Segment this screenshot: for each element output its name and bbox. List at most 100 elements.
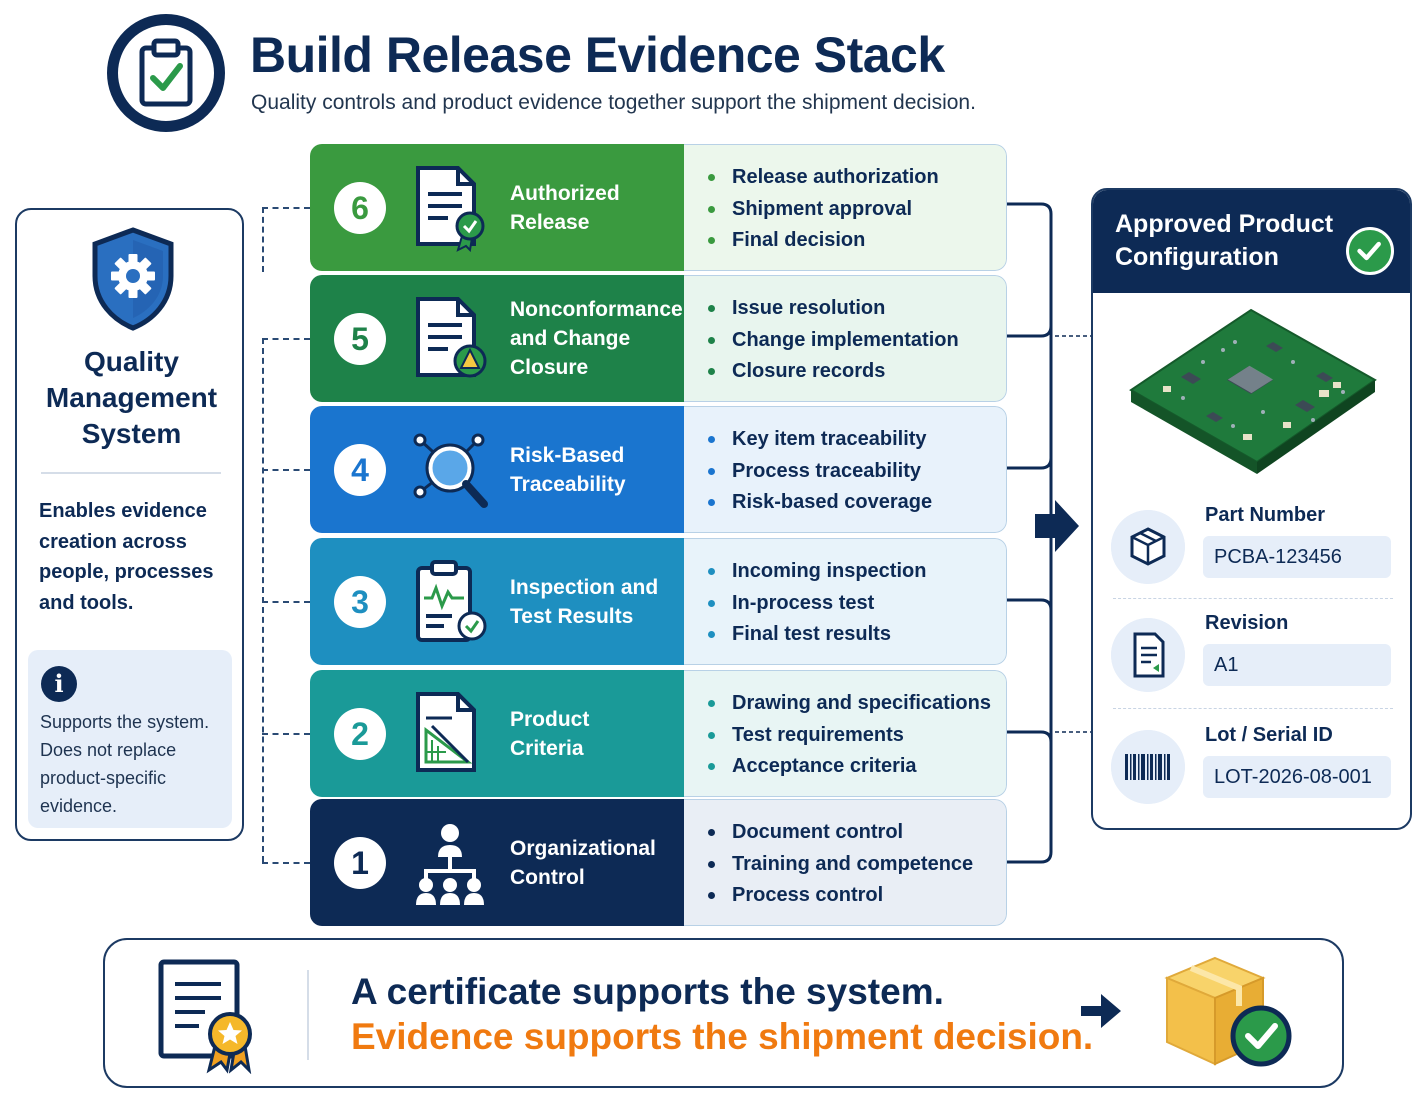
qms-note-text: Supports the system. Does not replace pr… xyxy=(40,712,210,816)
list-item: Test requirements xyxy=(706,723,991,755)
list-item: Process traceability xyxy=(706,459,932,491)
list-item: Final test results xyxy=(706,622,926,654)
list-item: In-process test xyxy=(706,591,926,623)
product-card: Approved Product Configuration xyxy=(1091,188,1412,830)
field-label: Lot / Serial ID xyxy=(1205,724,1333,746)
qms-description: Enables evidence creation across people,… xyxy=(39,500,214,614)
tier-label-line: Authorized xyxy=(510,181,620,205)
product-title-line: Approved Product xyxy=(1115,210,1334,238)
product-card-header: Approved Product Configuration xyxy=(1093,190,1410,293)
drawing-spec-icon xyxy=(416,692,476,772)
tier-label-line: Product xyxy=(510,707,590,731)
divider xyxy=(1113,598,1393,599)
tier-label-line: Release xyxy=(510,210,590,234)
page-subtitle: Quality controls and product evidence to… xyxy=(251,91,976,114)
list-item: Incoming inspection xyxy=(706,559,926,591)
tier-details: Incoming inspection In-process test Fina… xyxy=(684,538,1007,665)
clipboard-check-icon xyxy=(139,38,193,107)
tier-label-line: Control xyxy=(510,865,585,889)
qms-title-line: Management xyxy=(45,382,218,413)
org-chart-icon xyxy=(416,824,484,905)
lot-serial-value: LOT-2026-08-001 xyxy=(1203,756,1391,798)
package-icon xyxy=(1111,510,1185,584)
tier-number: 1 xyxy=(334,837,386,889)
connector-line xyxy=(262,207,264,272)
summary-banner: A certificate supports the system. Evide… xyxy=(103,938,1344,1088)
tier-details: Issue resolution Change implementation C… xyxy=(684,275,1007,402)
document-badge-icon xyxy=(416,166,485,252)
page-title: Build Release Evidence Stack xyxy=(250,27,945,83)
connector-line xyxy=(262,601,310,603)
connector-line xyxy=(262,862,310,864)
list-item: Change implementation xyxy=(706,328,959,360)
check-circle-icon xyxy=(1346,227,1394,275)
qms-card: Quality Management System Enables eviden… xyxy=(15,208,244,841)
connector-line xyxy=(262,338,264,862)
clipboard-chart-icon xyxy=(416,560,487,642)
tier-label-line: Closure xyxy=(510,356,589,379)
list-item: Acceptance criteria xyxy=(706,754,991,786)
certificate-icon xyxy=(158,959,252,1074)
divider xyxy=(41,472,221,474)
tier-label-line: Traceability xyxy=(510,472,626,496)
list-item: Key item traceability xyxy=(706,427,932,459)
tier-number: 5 xyxy=(334,313,386,365)
part-number-field: Part Number PCBA-123456 xyxy=(1111,498,1393,594)
product-card-title: Approved Product Configuration xyxy=(1115,208,1345,274)
tier-label-line: Organizational xyxy=(510,836,656,860)
tier-label-line: Nonconformance xyxy=(510,298,683,321)
list-item: Release authorization xyxy=(706,165,939,197)
list-item: Process control xyxy=(706,883,973,915)
connector-line xyxy=(262,469,310,471)
tier-details: Document control Training and competence… xyxy=(684,799,1007,926)
divider xyxy=(1113,708,1393,709)
bracket-connector xyxy=(1007,202,1091,864)
tier-label-line: Criteria xyxy=(510,736,584,760)
qms-title-line: Quality xyxy=(84,346,179,377)
tier-label-line: and Change xyxy=(510,327,631,350)
document-revision-icon xyxy=(1111,618,1185,692)
list-item: Document control xyxy=(706,820,973,852)
qms-note: i Supports the system. Does not replace … xyxy=(28,650,232,828)
circuit-board-image xyxy=(1129,308,1377,474)
tier-number: 2 xyxy=(334,708,386,760)
box-check-icon xyxy=(1164,956,1292,1067)
revision-field: Revision A1 xyxy=(1111,606,1393,702)
connector-line xyxy=(262,338,310,340)
header-logo xyxy=(107,14,225,132)
qms-title-line: System xyxy=(81,418,182,449)
tier-number: 3 xyxy=(334,576,386,628)
tier-details: Key item traceability Process traceabili… xyxy=(684,406,1007,533)
tier-label-line: Inspection and xyxy=(510,575,659,599)
product-title-line: Configuration xyxy=(1115,243,1279,271)
list-item: Closure records xyxy=(706,359,959,391)
lot-serial-field: Lot / Serial ID LOT-2026-08-001 xyxy=(1111,718,1393,814)
field-label: Part Number xyxy=(1205,504,1326,526)
part-number-value: PCBA-123456 xyxy=(1203,536,1391,578)
tier-details: Release authorization Shipment approval … xyxy=(684,144,1007,271)
banner-line-1: A certificate supports the system. xyxy=(351,971,944,1012)
divider xyxy=(307,970,309,1060)
tier-number: 4 xyxy=(334,444,386,496)
list-item: Final decision xyxy=(706,228,939,260)
list-item: Shipment approval xyxy=(706,197,939,229)
document-warning-icon xyxy=(416,297,487,378)
